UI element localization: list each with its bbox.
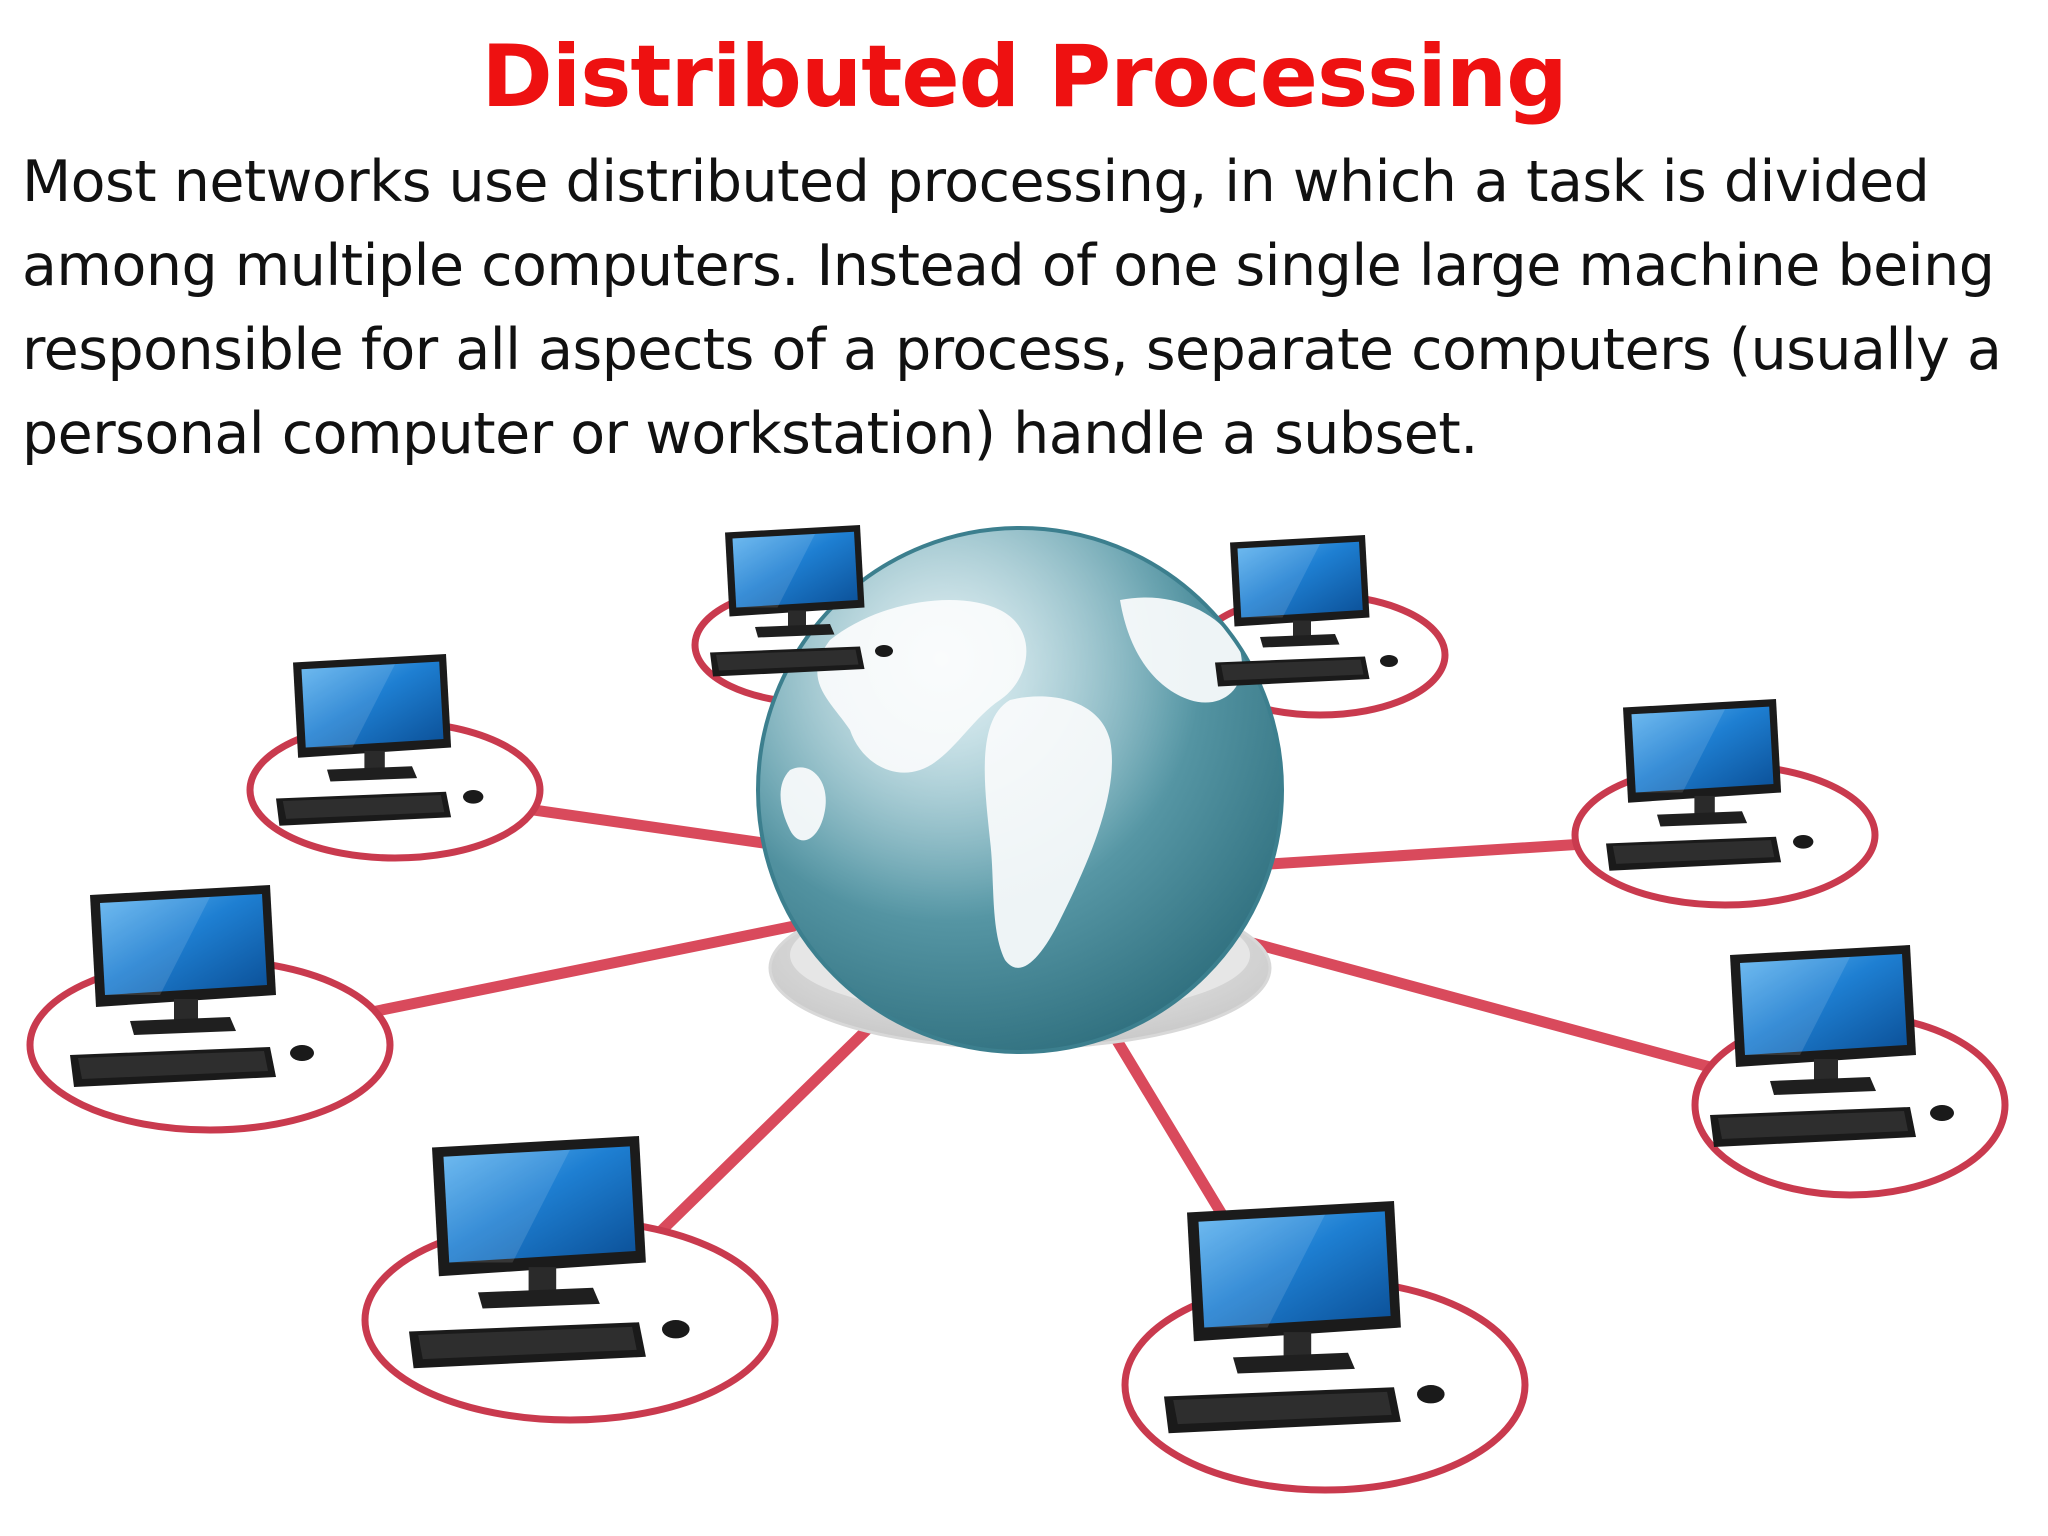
globe-icon (756, 526, 1284, 1054)
desktop-computer-icon (1606, 699, 1814, 871)
computer-nodes (70, 525, 1954, 1434)
desktop-computer-icon (710, 525, 893, 677)
desktop-computer-icon (70, 885, 314, 1087)
desktop-computer-icon (276, 654, 484, 826)
desktop-computer-icon (409, 1136, 690, 1369)
slide-body-text: Most networks use distributed processing… (22, 149, 2002, 467)
desktop-computer-icon (1710, 945, 1954, 1147)
desktop-computer-icon (1164, 1201, 1445, 1434)
desktop-computer-icon (1215, 535, 1398, 687)
slide-title: Distributed Processing (481, 27, 1567, 127)
